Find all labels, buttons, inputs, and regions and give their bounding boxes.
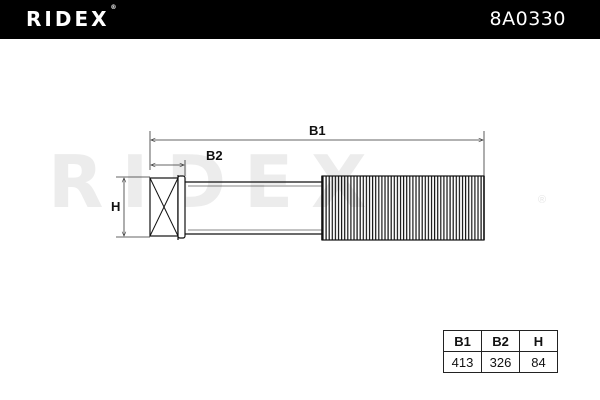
dimension-table-value-row: 413 326 84 xyxy=(443,351,558,373)
part-number: 8A0330 xyxy=(489,8,566,30)
label-b1: B1 xyxy=(309,123,326,138)
label-h: H xyxy=(111,199,121,214)
brand-name: RIDEX xyxy=(26,7,110,31)
dimension-header-b2: B2 xyxy=(481,330,520,352)
label-b2: B2 xyxy=(206,148,223,163)
dimension-b2 xyxy=(151,160,186,176)
dimension-value-b2: 326 xyxy=(481,351,520,373)
dimension-table-header-row: B1 B2 H xyxy=(443,330,558,352)
brand-logo: RIDEX® xyxy=(26,4,117,31)
dimension-h xyxy=(116,176,150,238)
dimension-header-b1: B1 xyxy=(443,330,482,352)
brand-registered-mark: ® xyxy=(110,4,117,12)
dimension-value-b1: 413 xyxy=(443,351,482,373)
dimension-table: B1 B2 H 413 326 84 xyxy=(443,330,558,373)
dimension-b1 xyxy=(149,131,485,176)
watermark-registered-mark: ® xyxy=(538,194,547,206)
bellow-smooth-section xyxy=(185,181,322,235)
dimension-header-h: H xyxy=(519,330,558,352)
dimension-value-h: 84 xyxy=(519,351,558,373)
bellow-end-cap xyxy=(149,175,186,240)
bellow-ribbed-section xyxy=(321,175,485,241)
header-bar: RIDEX® 8A0330 xyxy=(0,0,600,39)
